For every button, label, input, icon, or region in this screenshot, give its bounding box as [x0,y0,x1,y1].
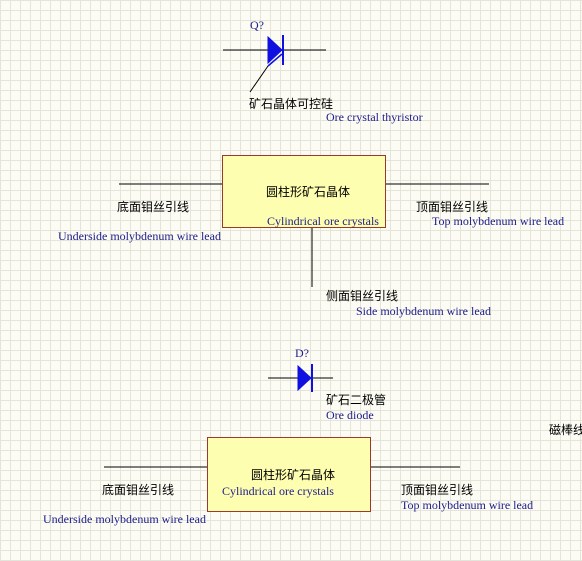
diode-symbol[interactable] [268,364,333,392]
crystal2-label-en: Cylindrical ore crystals [222,484,334,498]
thyristor-designator[interactable]: Q? [250,18,264,32]
crystal2-top-lead-en: Top molybdenum wire lead [401,498,534,512]
crystal2-bottom-lead-zh: 底面钼丝引线 [102,483,175,497]
crystal1-top-lead-en: Top molybdenum wire lead [432,214,565,228]
thyristor-name-zh: 矿石晶体可控硅 [249,97,334,111]
crystal1-body[interactable] [222,155,386,228]
crystal1-bottom-lead-en: Underside molybdenum wire lead [58,229,221,243]
crystal2-label-zh: 圆柱形矿石晶体 [251,468,336,482]
crystal1-top-lead-zh: 顶面钼丝引线 [416,200,489,214]
crystal1-label-en: Cylindrical ore crystals [267,214,379,228]
diode-designator[interactable]: D? [295,346,309,360]
thyristor-symbol[interactable] [223,35,326,93]
crystal1-side-lead-zh: 侧面钼丝引线 [326,289,399,303]
crystal1-side-lead-en: Side molybdenum wire lead [356,304,491,318]
diode-name-zh: 矿石二极管 [326,393,387,407]
diode-name-en: Ore diode [326,408,374,422]
crystal1-label-zh: 圆柱形矿石晶体 [266,185,351,199]
crystal2-body[interactable] [207,437,371,512]
thyristor-name-en: Ore crystal thyristor [326,110,423,124]
crystal2-top-lead-zh: 顶面钼丝引线 [401,483,474,497]
crystal1-bottom-lead-zh: 底面钼丝引线 [117,200,190,214]
crystal2-bottom-lead-en: Underside molybdenum wire lead [43,512,206,526]
edge-label: 磁棒线 [549,423,582,437]
